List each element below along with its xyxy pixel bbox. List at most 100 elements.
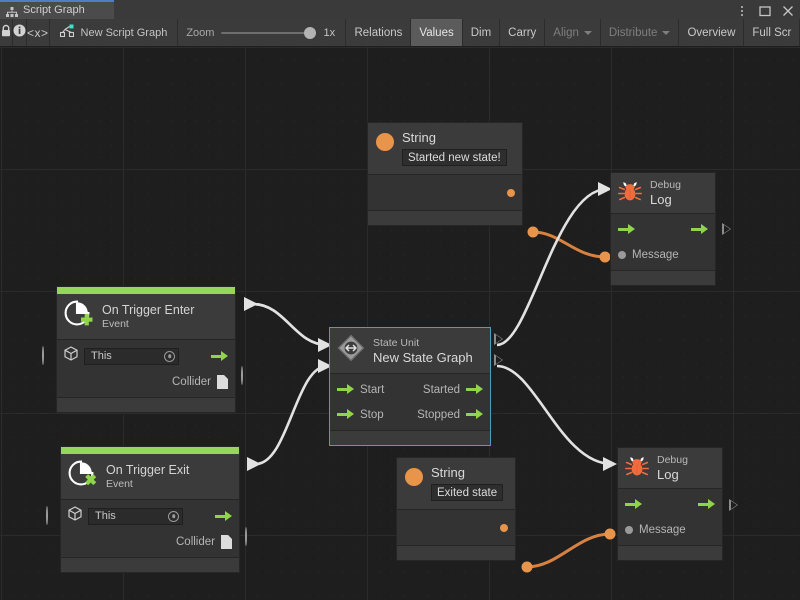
toolbar-button-values[interactable]: Values	[411, 19, 463, 46]
toolbar-button-fullscreen[interactable]: Full Scr	[744, 19, 800, 46]
graph-name-field[interactable]: New Script Graph	[50, 19, 179, 46]
node-on-trigger-exit[interactable]: On Trigger Exit Event This	[60, 446, 240, 573]
node-title-line2: Log	[650, 192, 672, 207]
external-input-port-exit[interactable]	[46, 506, 48, 525]
target-object-field[interactable]: This	[84, 347, 179, 365]
node-header: Debug Log	[618, 448, 722, 489]
graph-icon	[6, 5, 18, 17]
string-value-field[interactable]: Exited state	[431, 484, 504, 501]
node-titles: String Started new state!	[402, 130, 507, 166]
node-titles: String Exited state	[431, 465, 504, 501]
tab-script-graph[interactable]: Script Graph	[0, 0, 114, 19]
node-on-trigger-enter[interactable]: On Trigger Enter Event This	[56, 286, 236, 413]
node-title-line1: Debug	[650, 179, 681, 191]
port-label-start: Start	[360, 383, 385, 396]
object-picker-icon[interactable]	[164, 350, 175, 362]
node-footer	[368, 210, 522, 225]
bug-icon	[618, 180, 642, 207]
node-body	[397, 510, 515, 545]
lock-button[interactable]	[0, 19, 13, 46]
zoom-slider[interactable]	[221, 26, 317, 40]
node-header: On Trigger Enter Event	[57, 294, 235, 340]
node-header: On Trigger Exit Event	[61, 454, 239, 500]
input-port-flow-icon[interactable]	[618, 224, 635, 235]
cube-icon	[64, 346, 78, 366]
zoom-control: Zoom 1x	[178, 19, 347, 46]
zoom-slider-track	[221, 31, 317, 34]
node-header: String Started new state!	[368, 123, 522, 175]
node-string-bottom[interactable]: String Exited state	[396, 457, 516, 561]
toolbar-button-distribute[interactable]: Distribute	[601, 19, 680, 46]
string-value-text: Started new state!	[408, 151, 501, 164]
input-port-stop-icon[interactable]	[337, 409, 354, 420]
graph-canvas[interactable]: String Started new state!	[0, 46, 800, 600]
node-debug-log-top[interactable]: Debug Log Message	[610, 172, 716, 286]
node-footer	[397, 545, 515, 560]
external-output-stopped-port[interactable]	[494, 360, 503, 378]
external-output-flow-port-bottom[interactable]	[729, 505, 738, 523]
output-port-flow-icon[interactable]	[698, 499, 715, 510]
maximize-icon[interactable]	[759, 4, 771, 16]
node-titles: On Trigger Enter Event	[102, 303, 194, 330]
toolbar-button-relations[interactable]: Relations	[346, 19, 412, 46]
node-body: Start Started Stop Stopped	[330, 374, 490, 430]
code-view-button[interactable]: <x>	[27, 19, 50, 46]
info-button[interactable]	[13, 19, 27, 46]
input-port-message[interactable]	[625, 525, 633, 534]
toolbar-button-overview[interactable]: Overview	[679, 19, 745, 46]
zoom-slider-knob[interactable]	[304, 26, 317, 39]
node-footer	[57, 397, 235, 412]
string-value-field[interactable]: Started new state!	[402, 149, 507, 166]
cube-icon	[68, 506, 82, 526]
input-port-start-icon[interactable]	[337, 384, 354, 395]
output-port-flow-icon[interactable]	[211, 350, 228, 362]
external-input-port-enter[interactable]	[42, 346, 44, 365]
toolbar-button-align[interactable]: Align	[545, 19, 601, 46]
node-header: Debug Log	[611, 173, 715, 214]
state-unit-icon	[337, 334, 365, 367]
port-label-stopped: Stopped	[417, 408, 460, 421]
object-picker-icon[interactable]	[168, 510, 179, 522]
port-row-message: Message	[618, 245, 708, 264]
input-port-flow-icon[interactable]	[625, 499, 642, 510]
toolbar-button-carry[interactable]: Carry	[500, 19, 546, 46]
output-port-stopped-icon[interactable]	[466, 409, 483, 420]
node-string-top[interactable]: String Started new state!	[367, 122, 523, 226]
node-title: On Trigger Exit	[106, 462, 190, 477]
output-port-flow-icon[interactable]	[691, 224, 708, 235]
toolbar-button-dim[interactable]: Dim	[463, 19, 501, 46]
external-output-port-collider-enter[interactable]	[241, 366, 243, 385]
output-port-value[interactable]	[507, 188, 515, 197]
script-graph-icon	[59, 24, 74, 42]
lock-icon	[0, 24, 12, 42]
node-footer	[618, 545, 722, 560]
output-port-started-icon[interactable]	[466, 384, 483, 395]
target-object-field[interactable]: This	[88, 507, 183, 525]
node-debug-log-bottom[interactable]: Debug Log Message	[617, 447, 723, 561]
node-title: String	[402, 130, 436, 145]
close-icon[interactable]	[782, 4, 794, 16]
external-output-port-collider-exit[interactable]	[245, 527, 247, 546]
graph-name-label: New Script Graph	[80, 26, 168, 39]
node-subtitle: New State Graph	[373, 349, 473, 365]
external-output-flow-port-top[interactable]	[722, 229, 731, 247]
node-body	[368, 175, 522, 210]
output-port-flow-icon[interactable]	[215, 510, 232, 522]
node-titles: On Trigger Exit Event	[106, 462, 190, 490]
window-controls	[736, 0, 794, 19]
node-body: Message	[618, 489, 722, 545]
input-port-message[interactable]	[618, 250, 626, 259]
string-value-icon	[376, 133, 394, 151]
string-value-icon	[405, 468, 423, 486]
chevron-down-icon	[662, 30, 671, 35]
kebab-menu-icon[interactable]	[736, 4, 748, 16]
output-port-value[interactable]	[500, 523, 508, 532]
port-label-collider: Collider	[172, 375, 211, 388]
collider-type-icon	[221, 534, 232, 549]
node-header: State Unit New State Graph	[330, 328, 490, 374]
port-row-message: Message	[625, 520, 715, 539]
node-title-line1: Debug	[657, 454, 688, 466]
node-body: This Collider	[61, 500, 239, 557]
node-state-unit[interactable]: State Unit New State Graph Start Started	[329, 327, 491, 446]
